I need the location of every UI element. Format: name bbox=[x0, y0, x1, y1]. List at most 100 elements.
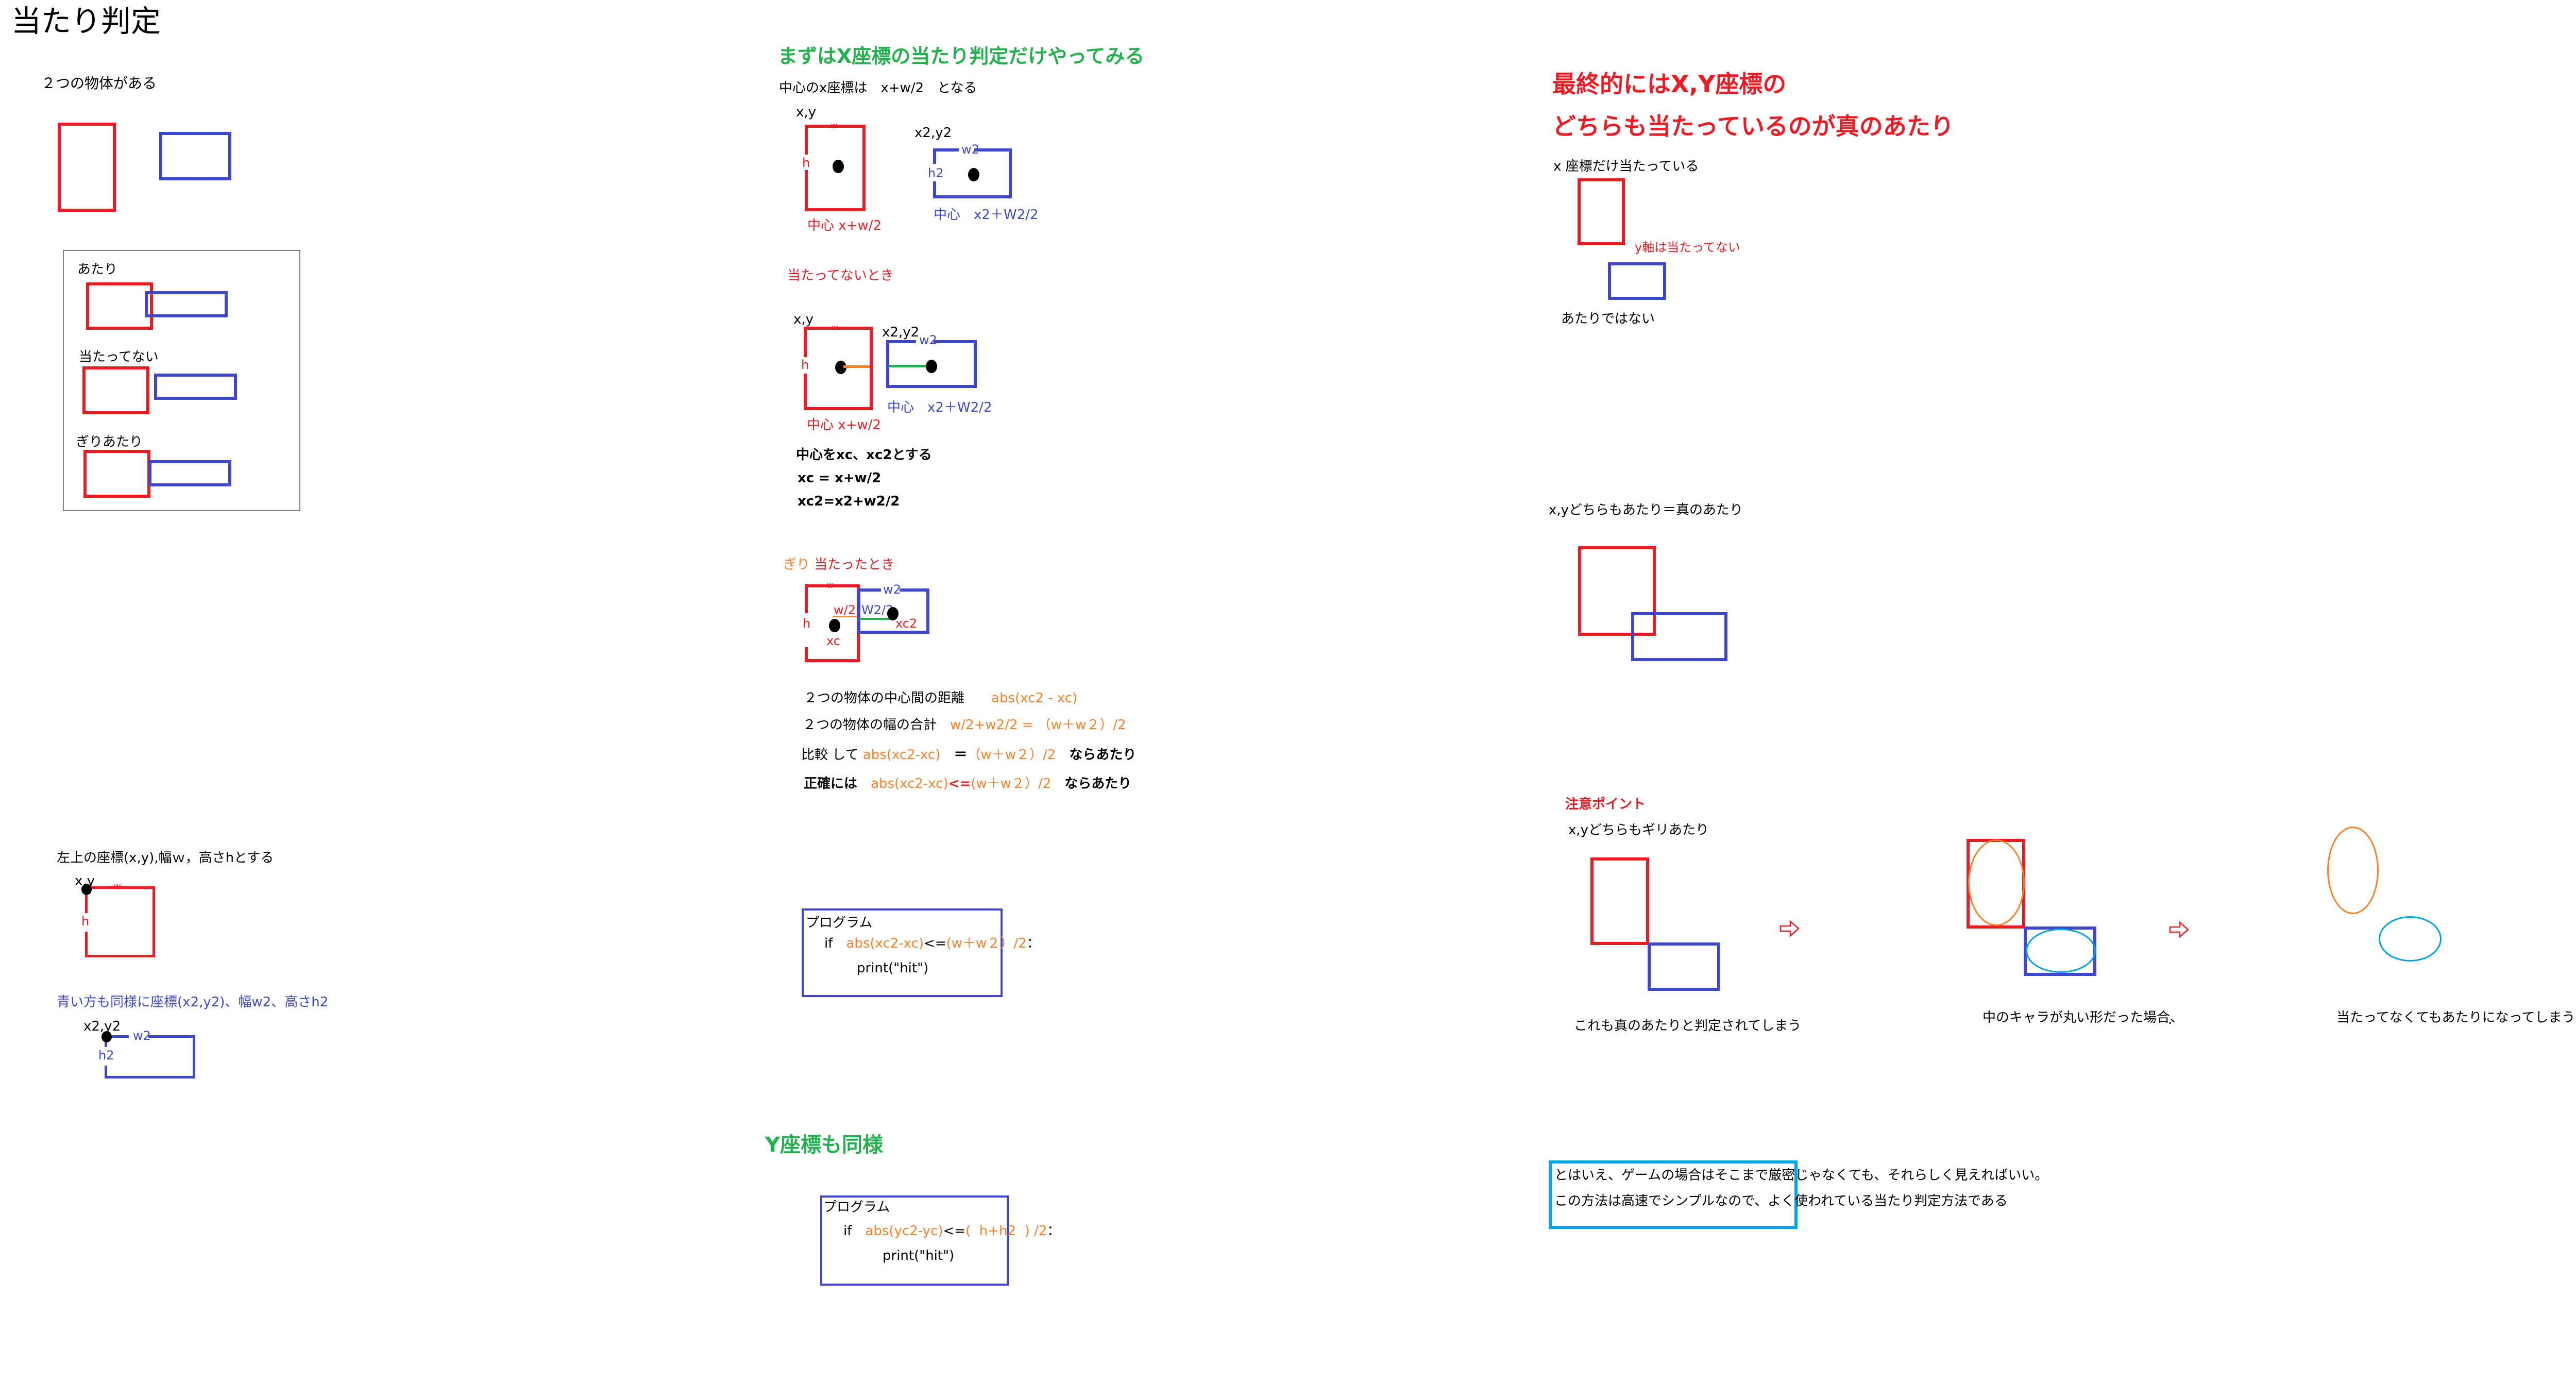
program-x-cond: abs(xc2-xc) bbox=[846, 936, 924, 951]
d2-blue-w2-label: w2 bbox=[919, 333, 937, 347]
formula-distance: ２つの物体の中心間の距離 abs(xc2 - xc) bbox=[804, 692, 1077, 705]
program-x-title: プログラム bbox=[806, 915, 873, 931]
edge-heading-main: 当たったとき bbox=[814, 557, 895, 572]
separated-cyan-ellipse bbox=[2379, 916, 2442, 962]
formula-distance-expr: abs(xc2 - xc) bbox=[991, 690, 1078, 706]
d3-xc2-label: xc2 bbox=[895, 616, 918, 631]
d2-blue-xy-label: x2,y2 bbox=[882, 325, 920, 340]
summary-note-box bbox=[1549, 1160, 1798, 1229]
program-x-body: print("hit") bbox=[857, 960, 929, 976]
summary-note-line1: とはいえ、ゲームの場合はそこまで厳密じゃなくても、それらしく見えればいい。 bbox=[1554, 1168, 2048, 1183]
formula-compare: 比較 して abs(xc2-xc) ＝（w＋w２）/2 ならあたり bbox=[801, 748, 1136, 762]
d2-blue-half-line bbox=[889, 365, 926, 367]
separated-orange-ellipse bbox=[2327, 827, 2379, 914]
final-heading-line1: 最終的にはX,Y座標の bbox=[1552, 70, 1787, 98]
def-line-3: xc2=x2+w2/2 bbox=[798, 494, 900, 509]
d1-blue-xy-label: x2,y2 bbox=[914, 125, 952, 141]
d2-red-xy-label: x,y bbox=[793, 312, 814, 327]
both-hit-label: x,yどちらもあたり＝真のあたり bbox=[1549, 502, 1743, 518]
program-y-rhs: ( h+h2 ) /2 bbox=[965, 1223, 1047, 1239]
d3-half-w-line bbox=[833, 616, 857, 617]
round-cyan-ellipse bbox=[2026, 929, 2096, 973]
d1-red-w-label: w bbox=[831, 121, 838, 130]
x-only-label: x 座標だけ当たっている bbox=[1553, 159, 1699, 174]
program-x-op: <= bbox=[924, 936, 946, 951]
d3-red-w-label: w bbox=[827, 580, 834, 590]
case-edge-red-box bbox=[83, 450, 150, 498]
program-y-body: print("hit") bbox=[883, 1248, 955, 1263]
program-x-colon: ： bbox=[1026, 936, 1040, 951]
formula-compare-lhs: abs(xc2-xc) bbox=[862, 747, 941, 763]
program-y-cond: abs(yc2-yc) bbox=[865, 1223, 943, 1239]
d2-red-center-label: 中心 x+w/2 bbox=[807, 417, 882, 433]
formula-width-label: ２つの物体の幅の合計 bbox=[803, 717, 937, 733]
red-object-box bbox=[58, 123, 116, 212]
formula-compare-label: 比較 して bbox=[801, 747, 859, 763]
stray-dot: . bbox=[2168, 1012, 2173, 1027]
d3-half-w2-line bbox=[859, 618, 890, 620]
program-x-if: if bbox=[824, 936, 833, 951]
blue-xy-label: x2,y2 bbox=[83, 1019, 121, 1034]
summary-note-line2: この方法は高速でシンプルなので、よく使われている当たり判定方法である bbox=[1554, 1193, 2008, 1209]
program-y-op: <= bbox=[943, 1223, 966, 1239]
case-miss-label: 当たってない bbox=[79, 349, 159, 365]
arrow-right-icon bbox=[1780, 920, 1800, 937]
red-origin-dot-icon bbox=[81, 884, 92, 895]
y-axis-heading: Y座標も同様 bbox=[765, 1133, 883, 1157]
caution-heading: 注意ポイント bbox=[1565, 797, 1646, 812]
program-y-colon: ： bbox=[1047, 1223, 1061, 1239]
d1-red-center-label: 中心 x+w/2 bbox=[807, 218, 882, 233]
d2-red-half-line bbox=[843, 365, 870, 368]
red-h-label: h bbox=[81, 914, 90, 929]
d3-red-h-label: h bbox=[803, 616, 811, 631]
case-edge-label: ぎりあたり bbox=[76, 434, 143, 450]
both-hit-blue-box bbox=[1631, 612, 1727, 661]
d1-blue-w2-label: w2 bbox=[961, 142, 979, 157]
arrow-right-icon-2 bbox=[2169, 921, 2189, 938]
define-red-text: 左上の座標(x,y),幅ｗ，高さhとする bbox=[57, 850, 274, 866]
d2-red-center-dot-icon bbox=[835, 361, 846, 374]
caution-blue-box bbox=[1648, 942, 1720, 991]
d2-blue-center-dot-icon bbox=[926, 360, 937, 373]
program-x-if-line: if abs(xc2-xc)<=(w＋w２）/2： bbox=[824, 937, 1040, 950]
blue-object-box bbox=[159, 132, 231, 180]
caution-sub: x,yどちらもギリあたり bbox=[1568, 822, 1709, 838]
round-orange-ellipse bbox=[1968, 839, 2025, 926]
d1-blue-center-label: 中心 x2＋W2/2 bbox=[934, 207, 1039, 223]
program-y-box bbox=[820, 1195, 1009, 1286]
formula-width-sum: ２つの物体の幅の合計 w/2+w2/2 = （w＋w２）/2 bbox=[803, 718, 1126, 732]
case-hit-label: あたり bbox=[77, 262, 118, 277]
warn-caption: 当たってなくてもあたりになってしまうので注意が必要！ bbox=[2336, 1010, 2576, 1025]
d3-xc2-dot-icon bbox=[887, 607, 899, 620]
formula-compare-rhs: （w＋w２）/2 bbox=[967, 747, 1056, 763]
formula-compare-op: ＝ bbox=[954, 747, 968, 763]
blue-w2-label: w2 bbox=[133, 1029, 151, 1043]
d1-red-center-dot-icon bbox=[833, 160, 844, 173]
red-defined-box bbox=[85, 886, 155, 957]
d3-xc-dot-icon bbox=[829, 619, 840, 632]
d1-red-xy-label: x,y bbox=[796, 105, 817, 120]
case-edge-blue-box bbox=[148, 460, 231, 486]
caution-red-box bbox=[1590, 857, 1649, 945]
edge-heading: ぎり 当たったとき bbox=[783, 558, 894, 571]
formula-exact-tail: ならあたり bbox=[1064, 776, 1132, 791]
formula-width-expr: w/2+w2/2 = （w＋w２）/2 bbox=[950, 717, 1126, 733]
case-miss-red-box bbox=[82, 366, 149, 414]
both-hit-red-box bbox=[1578, 546, 1656, 636]
caution-caption: これも真のあたりと判定されてしまう bbox=[1574, 1018, 1802, 1034]
center-note: 中心のx座標は x+w/2 となる bbox=[779, 80, 977, 96]
d3-blue-w2-label: w2 bbox=[883, 582, 901, 597]
case-miss-blue-box bbox=[154, 374, 237, 400]
formula-exact-rhs: (w＋w２）/2 bbox=[971, 776, 1052, 791]
intro-text: ２つの物体がある bbox=[41, 75, 157, 92]
miss-heading: 当たってないとき bbox=[787, 268, 894, 283]
program-y-if-line: if abs(yc2-yc)<=( h+h2 ) /2： bbox=[843, 1224, 1060, 1238]
formula-compare-tail: ならあたり bbox=[1069, 747, 1137, 763]
formula-distance-label: ２つの物体の中心間の距離 bbox=[804, 690, 965, 706]
d2-red-h-label: h bbox=[801, 358, 809, 372]
d1-red-h-label: h bbox=[802, 156, 810, 170]
define-blue-text: 青い方も同様に座標(x2,y2)、幅w2、高さh2 bbox=[57, 995, 329, 1010]
program-x-box bbox=[802, 908, 1003, 997]
program-x-rhs: (w＋w２）/2 bbox=[946, 936, 1027, 951]
case-hit-red-box bbox=[86, 282, 153, 330]
